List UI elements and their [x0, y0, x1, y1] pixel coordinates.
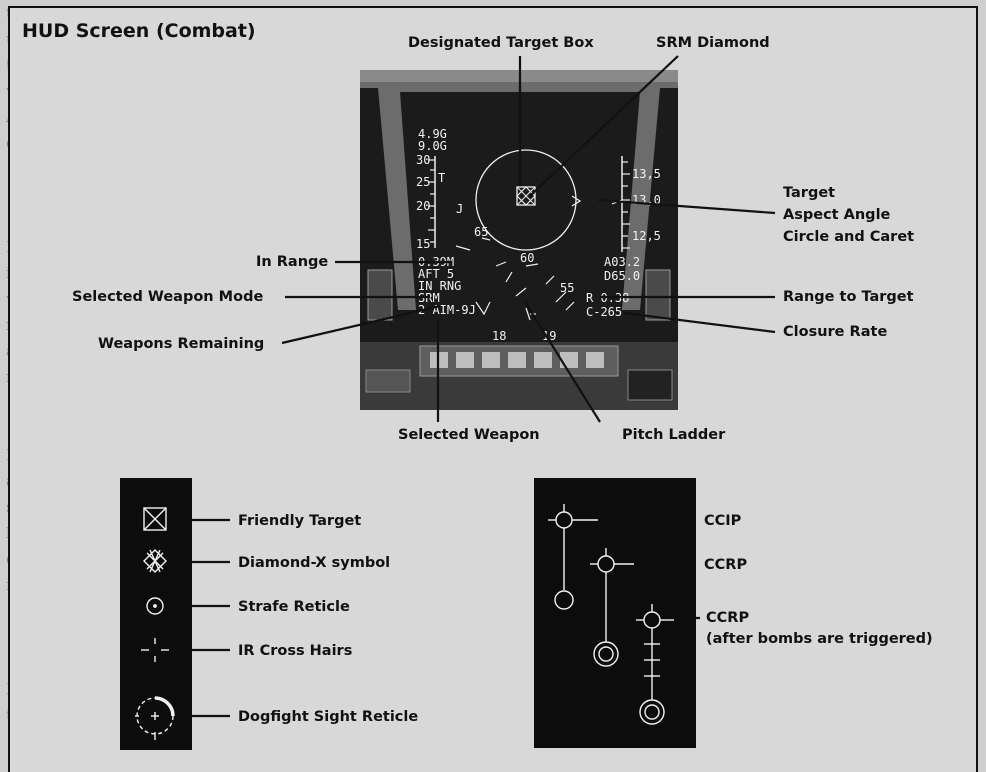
srm-diamond-label: SRM Diamond — [656, 35, 770, 51]
range-to-target-readout: R 0.38 — [586, 291, 629, 305]
aspect-caret — [571, 195, 582, 207]
ccrp-label: CCRP — [704, 557, 748, 573]
in-range-cue: IN RNG — [418, 279, 461, 293]
hud-screenshot: 4.9G 9.0G 30 25 20 15 T J 13,5 13,0 12,5… — [360, 70, 678, 410]
strafe-reticle-icon — [146, 597, 164, 615]
target-aspect-label: Target Aspect Angle Circle and Caret — [783, 182, 914, 248]
symbol-legend-box — [120, 478, 192, 750]
ccrp-after-trigger-icon — [636, 604, 674, 725]
in-range-label: In Range — [256, 254, 329, 270]
strafe-reticle-label: Strafe Reticle — [238, 599, 350, 615]
pitch-label: 60 — [520, 251, 534, 265]
dogfight-reticle-icon — [135, 696, 175, 740]
designated-target-box-label: Designated Target Box — [408, 35, 594, 51]
speed-tick-label: 20 — [416, 199, 430, 213]
selected-weapon-readout: 2 AIM-9J — [418, 303, 476, 317]
friendly-target-icon — [143, 507, 167, 531]
figure-title: HUD Screen (Combat) — [22, 20, 256, 42]
pitch-label: 65 — [474, 225, 488, 239]
heading-label: 19 — [542, 329, 556, 343]
selected-weapon-label: Selected Weapon — [398, 427, 540, 443]
target-aspect-line: Aspect Angle — [783, 207, 891, 223]
g-current-readout: 4.9G — [418, 127, 447, 141]
pitch-ladder-label: Pitch Ladder — [622, 427, 726, 443]
altitude-tick-label: 13,0 — [632, 193, 661, 207]
ir-cross-hairs-label: IR Cross Hairs — [238, 643, 353, 659]
range-to-target-label: Range to Target — [783, 289, 914, 305]
hud-canvas: 4.9G 9.0G 30 25 20 15 T J 13,5 13,0 12,5… — [360, 70, 678, 410]
closure-rate-label: Closure Rate — [783, 324, 888, 340]
aspect-angle-circle — [475, 149, 577, 251]
diamond-x-icon — [143, 549, 167, 573]
altitude-tick-label: 13,5 — [632, 167, 661, 181]
bombing-symbol-legend-box — [534, 478, 696, 748]
ccrp-after-label: CCRP — [706, 610, 750, 626]
ccip-label: CCIP — [704, 513, 742, 529]
ccip-icon — [548, 504, 598, 610]
speed-tick-label: 30 — [416, 153, 430, 167]
diamond-x-label: Diamond-X symbol — [238, 555, 391, 571]
ccrp-after-note: (after bombs are triggered) — [706, 631, 933, 647]
altitude-d-readout: D65.0 — [604, 269, 640, 283]
g-max-readout: 9.0G — [418, 139, 447, 153]
altitude-a-readout: A03.2 — [604, 255, 640, 269]
pitch-label: 55 — [560, 281, 574, 295]
speed-caret: J — [456, 202, 463, 216]
speed-tick-label: 25 — [416, 175, 430, 189]
ccrp-icon — [590, 548, 634, 667]
aft-count-readout: AFT 5 — [418, 267, 454, 281]
dogfight-reticle-label: Dogfight Sight Reticle — [238, 709, 419, 725]
ir-cross-hairs-icon — [141, 638, 169, 662]
speed-marker: T — [438, 171, 445, 185]
target-aspect-line: Circle and Caret — [783, 229, 915, 245]
target-aspect-line: Target — [783, 185, 836, 201]
speed-tick-label: 15 — [416, 237, 430, 251]
altitude-tick-label: 12,5 — [632, 229, 661, 243]
friendly-target-label: Friendly Target — [238, 513, 362, 529]
selected-weapon-mode-label: Selected Weapon Mode — [72, 289, 264, 305]
weapons-remaining-label: Weapons Remaining — [98, 336, 265, 352]
heading-label: 18 — [492, 329, 506, 343]
closure-rate-readout: C-265 — [586, 305, 622, 319]
